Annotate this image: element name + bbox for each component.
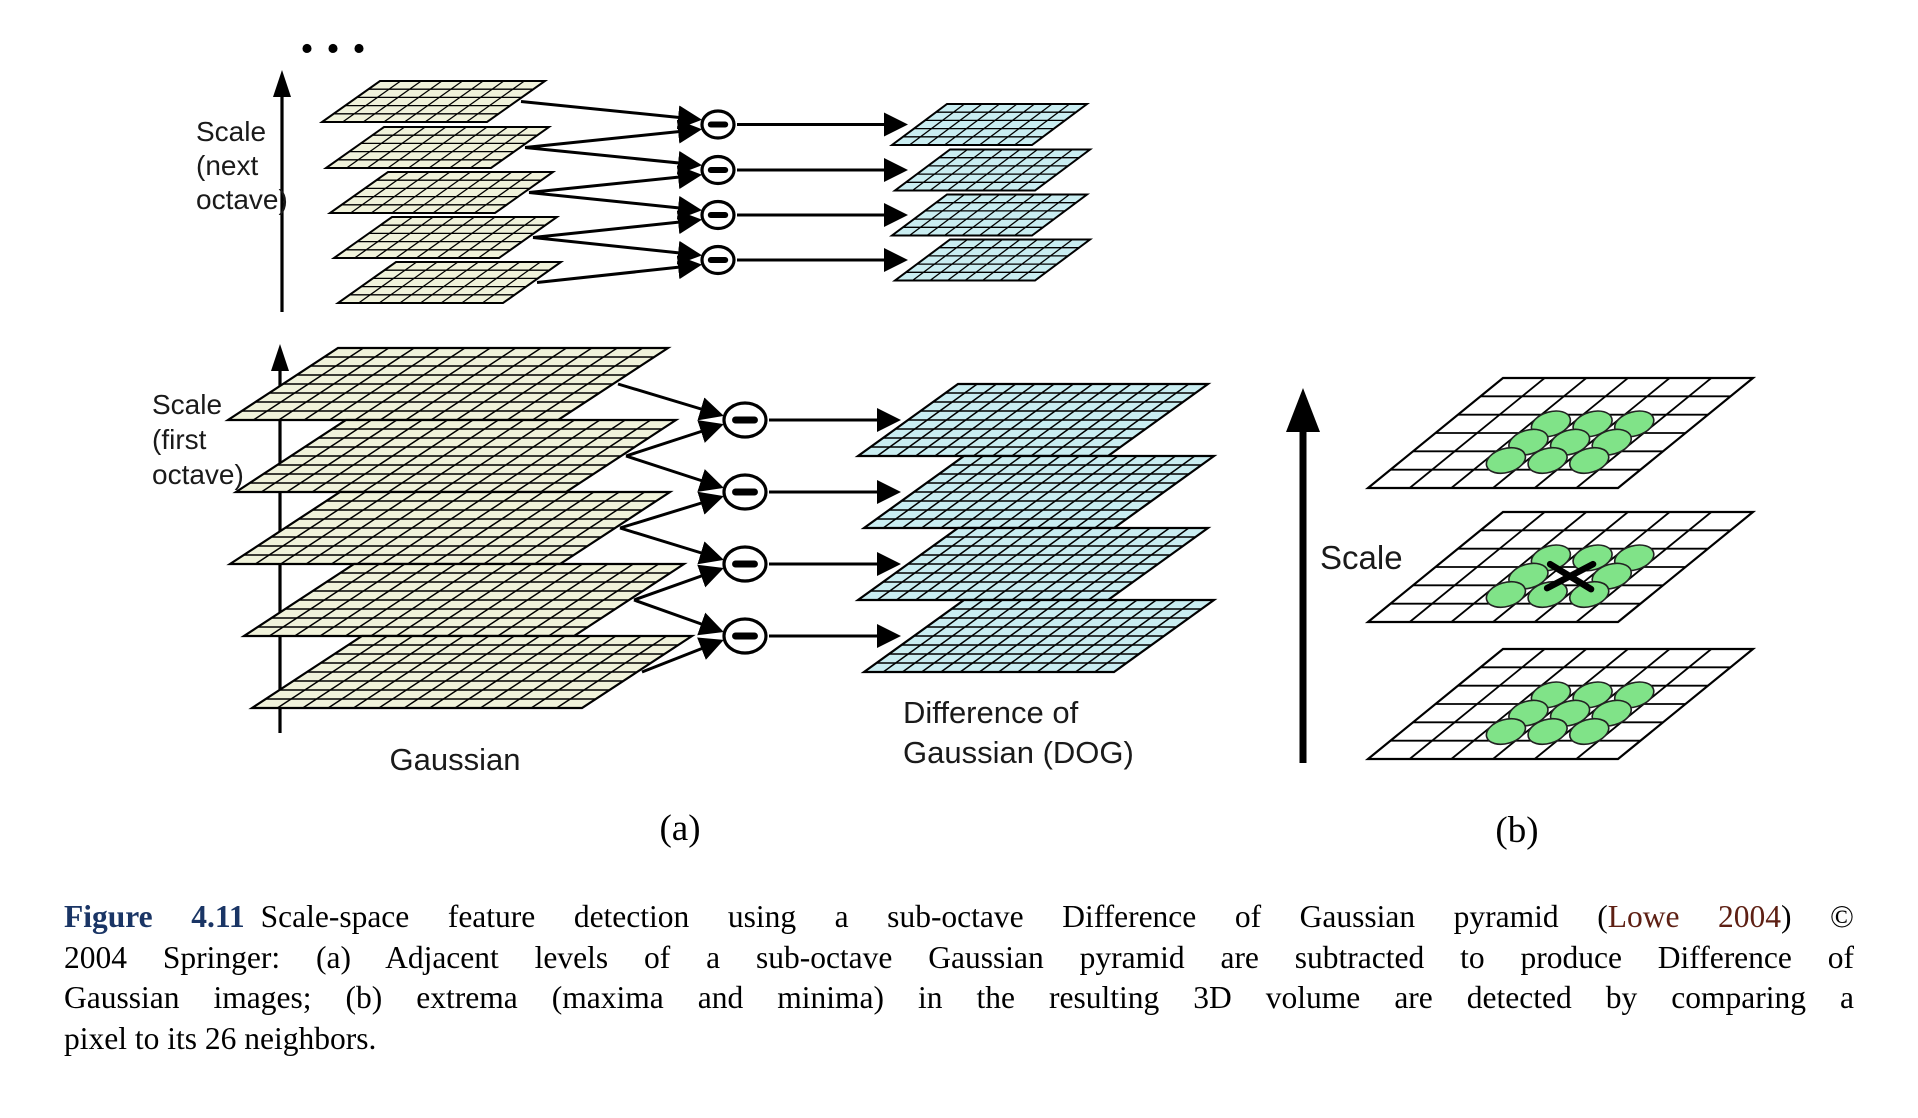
neighbor-dot <box>1527 446 1568 475</box>
caption-text: Scale-space feature detection using a su… <box>260 899 1608 934</box>
gaussian-grid-first-octave <box>232 418 680 494</box>
subtract-node <box>722 545 768 583</box>
candidate-pixel-x-marker <box>1543 560 1597 593</box>
caption-line: Figure 4.11 Scale-space feature detection… <box>64 897 1854 938</box>
dog-grid-next-octave <box>888 193 1091 237</box>
caption-line: pixel to its 26 neighbors. <box>64 1020 377 1056</box>
dog-column-label: Difference of <box>903 695 1079 730</box>
scale-axis-b-head <box>1286 388 1320 432</box>
caption-line: 2004 Springer: (a) Adjacent levels of a … <box>64 939 1854 975</box>
dog-grid-next-octave <box>891 148 1094 192</box>
neighbor-dot <box>1572 544 1613 572</box>
dog-grid-first-octave <box>860 598 1218 674</box>
subtract-input-arrow <box>532 210 702 239</box>
gaussian-grid-first-octave <box>224 346 672 422</box>
gaussian-grid-first-octave <box>226 490 674 566</box>
subtract-node <box>722 473 768 511</box>
scale-next-octave-label-2: (next <box>196 150 258 181</box>
scale-first-octave-label-2: (first <box>152 424 207 455</box>
subtract-node <box>700 199 736 231</box>
subtract-input-arrow <box>625 420 724 458</box>
gaussian-grid-next-octave <box>330 216 561 259</box>
subtract-node <box>700 154 736 186</box>
subtract-input-arrow <box>633 564 724 602</box>
neighbor-dot <box>1485 717 1527 746</box>
subtract-input-arrow <box>528 191 702 220</box>
subtract-input-arrow <box>524 146 702 175</box>
dog-grid-next-octave <box>891 238 1094 282</box>
neighbor-dot <box>1568 717 1610 746</box>
dog-grid-first-octave <box>854 382 1212 458</box>
scale-first-octave-label: Scale <box>152 389 222 420</box>
dog-column-label-2: Gaussian (DOG) <box>903 735 1134 770</box>
panel-b-label: (b) <box>1495 810 1538 851</box>
panel-a-label: (a) <box>659 808 700 849</box>
gaussian-grid-first-octave <box>248 634 696 710</box>
caption-line: Gaussian images; (b) extrema (maxima and… <box>64 980 1854 1015</box>
citation-link[interactable]: Lowe 2004 <box>1607 899 1781 934</box>
subtract-input-arrow <box>520 100 702 130</box>
figure-number: Figure 4.11 <box>64 899 245 934</box>
subtract-input-arrow <box>532 236 702 265</box>
gaussian-grid-first-octave <box>240 562 688 638</box>
scale-first-octave-label-3: octave) <box>152 459 244 490</box>
neighbor-dot <box>1527 717 1568 746</box>
caption-text-post: ) © <box>1781 899 1854 934</box>
scale-next-octave-label: Scale <box>196 116 266 147</box>
dog-grid-first-octave <box>854 526 1212 602</box>
subtract-node <box>700 109 736 140</box>
subtract-node <box>722 401 768 439</box>
gaussian-column-label: Gaussian <box>390 742 521 777</box>
subtract-node <box>722 617 768 655</box>
figure-caption: Figure 4.11 Scale-space feature detection… <box>64 897 1854 1059</box>
figure-4-11-diagram: ... Scale (next octave) Scale (first oct… <box>152 3 1757 851</box>
subtract-input-arrow <box>536 255 702 284</box>
neighbor-dot <box>1527 580 1568 609</box>
dog-grid-first-octave <box>860 454 1218 530</box>
neighbor-dot <box>1568 446 1610 475</box>
scale-next-octave-label-3: octave) <box>196 184 288 215</box>
subtract-input-arrow <box>619 526 724 565</box>
subtract-input-arrow <box>617 382 724 421</box>
dog-grid-next-octave <box>888 103 1091 146</box>
scale-b-label: Scale <box>1320 539 1403 576</box>
subtract-input-arrow <box>524 119 702 149</box>
gaussian-grid-next-octave <box>334 261 565 304</box>
subtract-input-arrow <box>625 454 724 492</box>
neighbor-dot <box>1485 446 1527 475</box>
scale-axis-first-octave-head <box>271 344 289 371</box>
continuation-dots-icon: ... <box>300 3 378 65</box>
subtract-input-arrow <box>528 165 702 194</box>
gaussian-grid-next-octave <box>322 126 553 169</box>
subtract-node <box>700 244 736 276</box>
scale-axis-next-octave-head <box>273 70 291 97</box>
neighbor-dot <box>1485 580 1527 609</box>
gaussian-grid-next-octave <box>326 171 557 214</box>
subtract-input-arrow <box>633 598 724 636</box>
gaussian-grid-next-octave <box>318 80 549 123</box>
subtract-input-arrow <box>619 491 724 530</box>
subtract-input-arrow <box>641 637 724 674</box>
